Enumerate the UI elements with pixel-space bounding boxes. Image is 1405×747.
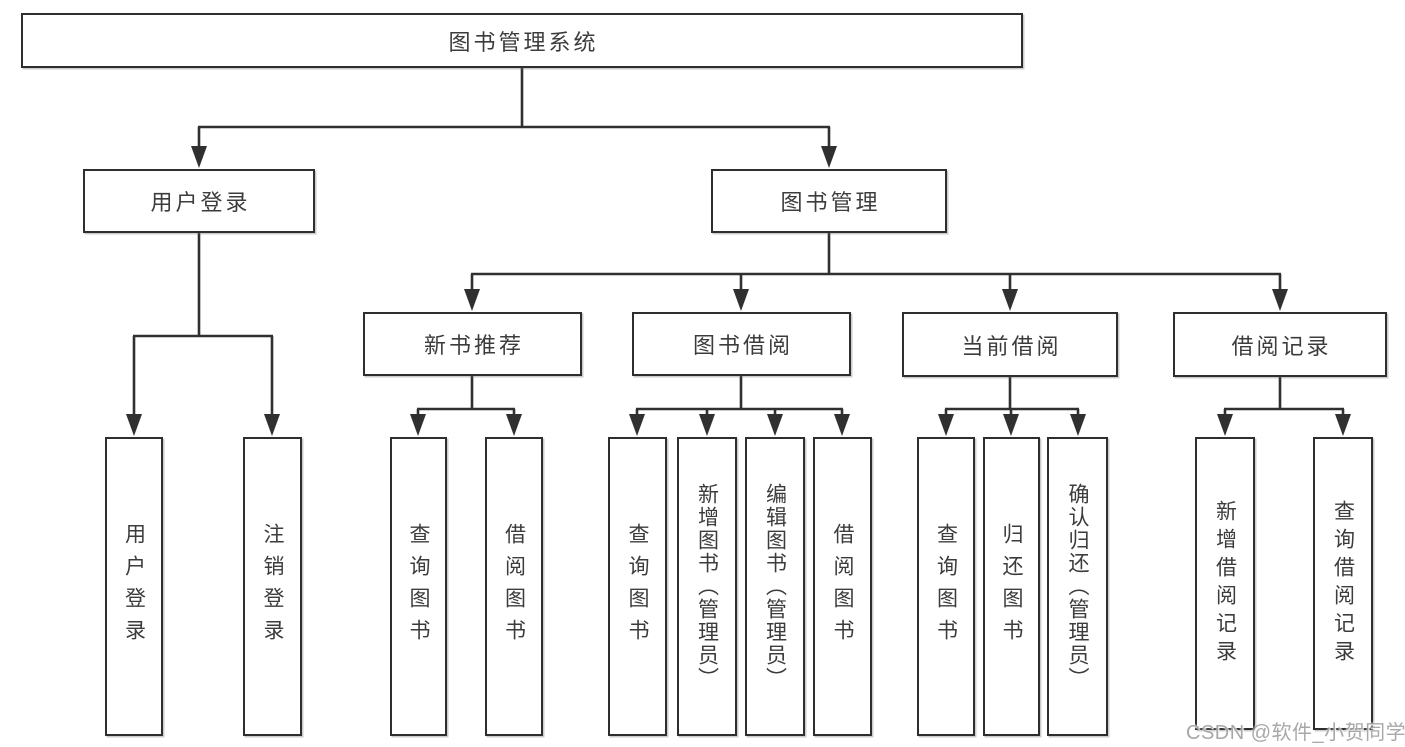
leaf-borrowing-query-book: 查询图书 (608, 437, 667, 736)
leaf-current-query-book: 查询图书 (917, 437, 975, 736)
leaf-add-borrow-record: 新增借阅记录 (1195, 437, 1255, 730)
leaf-logout: 注销登录 (243, 437, 302, 736)
watermark: CSDN @软件_小贺同学 (1186, 722, 1405, 744)
leaf-confirm-return-admin: 确认归还（管理员） (1047, 437, 1108, 736)
node-current-borrowing: 当前借阅 (902, 312, 1118, 377)
node-borrowing-records: 借阅记录 (1173, 312, 1387, 377)
node-user-login: 用户登录 (83, 169, 315, 233)
leaf-add-book-admin: 新增图书（管理员） (677, 437, 737, 736)
leaf-recommend-query-book: 查询图书 (390, 437, 447, 736)
leaf-recommend-borrow-book: 借阅图书 (485, 437, 543, 736)
node-book-borrowing: 图书借阅 (632, 312, 851, 376)
leaf-query-borrow-record: 查询借阅记录 (1313, 437, 1373, 730)
node-new-book-recommend: 新书推荐 (363, 312, 582, 376)
leaf-user-login: 用户登录 (105, 437, 163, 736)
leaf-edit-book-admin: 编辑图书（管理员） (745, 437, 805, 736)
node-root: 图书管理系统 (21, 13, 1023, 68)
leaf-borrow-book: 借阅图书 (813, 437, 872, 736)
node-book-management: 图书管理 (711, 169, 947, 233)
leaf-return-book: 归还图书 (983, 437, 1040, 736)
